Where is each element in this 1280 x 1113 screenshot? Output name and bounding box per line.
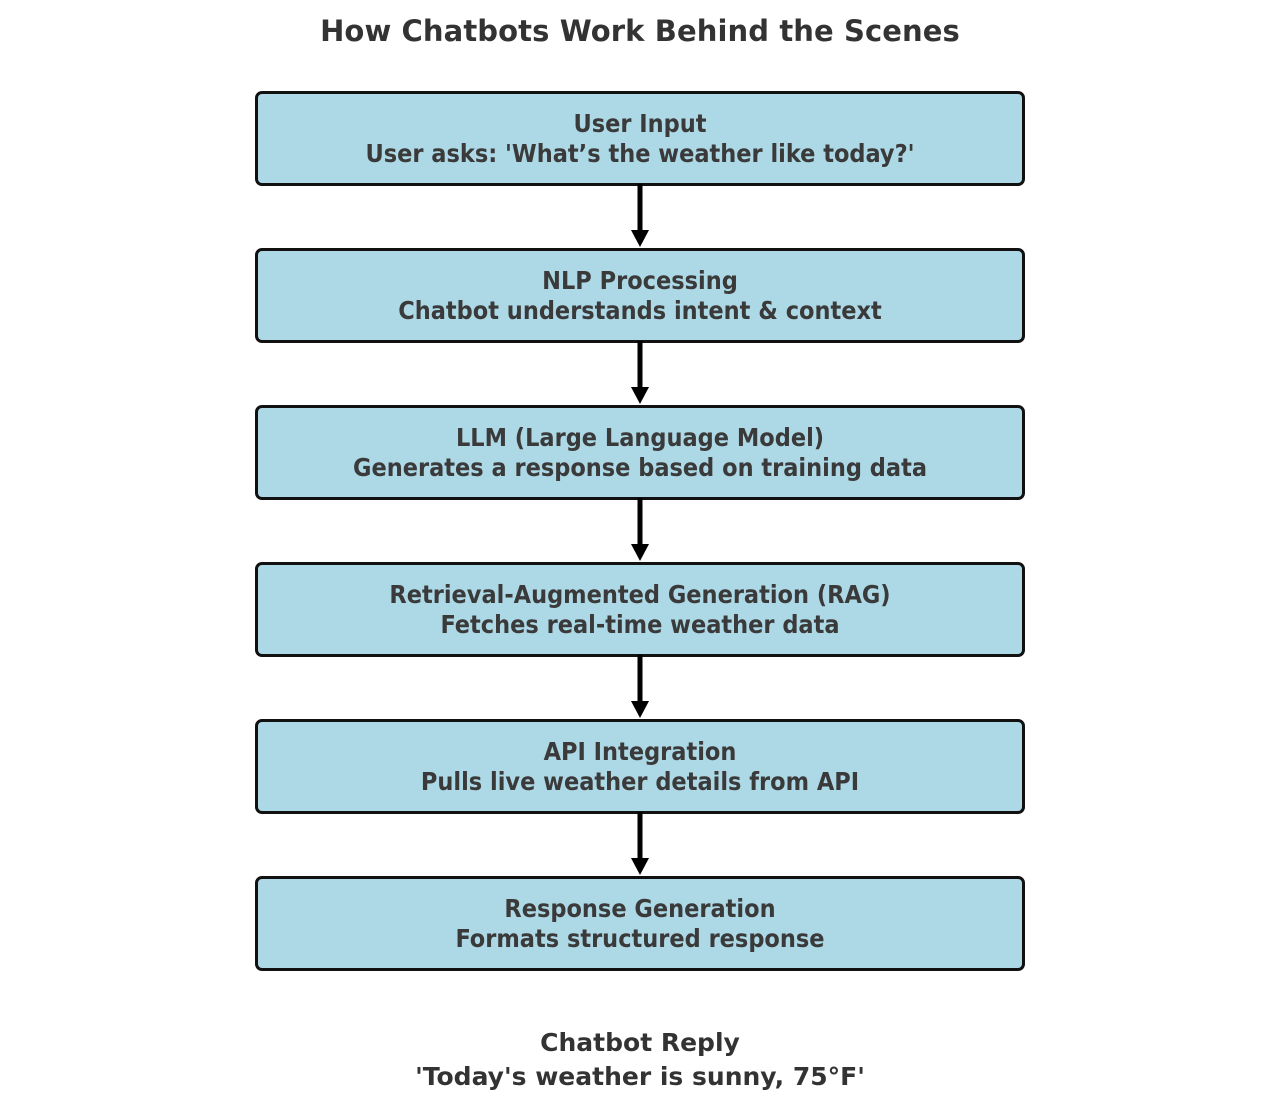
arrow-head-icon [631, 858, 649, 875]
flow-node-subtitle: Chatbot understands intent & context [398, 296, 882, 325]
flow-node-rag[interactable]: Retrieval-Augmented Generation (RAG) Fet… [255, 562, 1025, 657]
flow-node-title: NLP Processing [542, 265, 738, 295]
chatbot-reply-caption: Chatbot Reply 'Today's weather is sunny,… [0, 1026, 1280, 1094]
caption-heading: Chatbot Reply [540, 1028, 740, 1057]
page-title: How Chatbots Work Behind the Scenes [320, 14, 960, 48]
flow-node-title: User Input [573, 108, 707, 138]
arrow-shaft-icon [637, 498, 643, 548]
flow-arrow-2 [255, 341, 1025, 405]
arrow-shaft-icon [637, 812, 643, 862]
flow-node-response-generation[interactable]: Response Generation Formats structured r… [255, 876, 1025, 971]
flow-node-subtitle: Generates a response based on training d… [352, 453, 927, 482]
flow-node-subtitle: Pulls live weather details from API [420, 767, 860, 796]
arrow-head-icon [631, 230, 649, 247]
caption-reply-text: 'Today's weather is sunny, 75°F' [415, 1061, 865, 1091]
arrow-head-icon [631, 544, 649, 561]
flow-node-user-input[interactable]: User Input User asks: 'What’s the weathe… [255, 91, 1025, 186]
flow-node-nlp-processing[interactable]: NLP Processing Chatbot understands inten… [255, 248, 1025, 343]
flow-arrow-5 [255, 812, 1025, 876]
arrow-shaft-icon [637, 341, 643, 391]
flowchart-column: User Input User asks: 'What’s the weathe… [255, 91, 1025, 971]
flow-node-title: API Integration [543, 736, 737, 766]
flow-arrow-1 [255, 184, 1025, 248]
flow-node-title: Retrieval-Augmented Generation (RAG) [389, 579, 891, 609]
arrow-head-icon [631, 387, 649, 404]
flow-node-title: Response Generation [504, 893, 776, 923]
flow-node-subtitle: Fetches real-time weather data [440, 610, 840, 639]
flow-node-llm[interactable]: LLM (Large Language Model) Generates a r… [255, 405, 1025, 500]
arrow-head-icon [631, 701, 649, 718]
flow-arrow-4 [255, 655, 1025, 719]
flow-node-api-integration[interactable]: API Integration Pulls live weather detai… [255, 719, 1025, 814]
flow-node-title: LLM (Large Language Model) [455, 422, 825, 452]
flow-arrow-3 [255, 498, 1025, 562]
arrow-shaft-icon [637, 655, 643, 705]
flow-node-subtitle: Formats structured response [455, 924, 825, 953]
arrow-shaft-icon [637, 184, 643, 234]
flow-node-subtitle: User asks: 'What’s the weather like toda… [365, 139, 915, 168]
